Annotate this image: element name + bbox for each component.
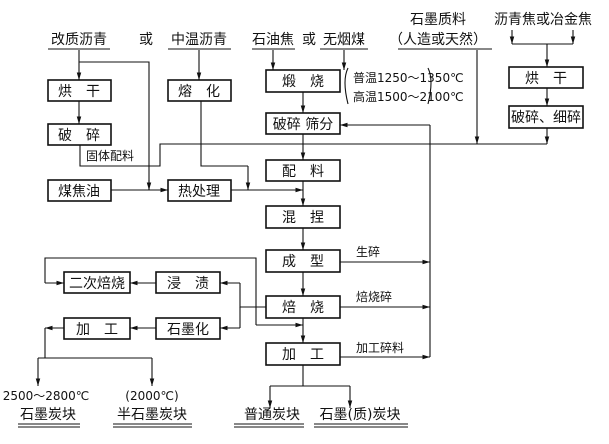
input-modified-pitch: 改质沥青 [51, 32, 107, 48]
box-dry-right: 烘 干 [508, 66, 584, 89]
svg-text:二次焙烧: 二次焙烧 [69, 276, 125, 292]
box-melt: 熔 化 [167, 79, 232, 102]
box-baking: 焙 烧 [265, 295, 341, 319]
svg-text:破碎、细碎: 破碎、细碎 [511, 110, 581, 126]
input-petroleum-coke: 石油焦 [252, 32, 294, 48]
connectors [35, 30, 576, 408]
baked-scrap-label: 焙烧碎 [356, 289, 392, 304]
solid-batch-label: 固体配料 [86, 149, 134, 163]
output-graphitic-block: 石墨(质)炭块 [320, 407, 401, 423]
output-ordinary-block: 普通炭块 [244, 407, 300, 423]
box-second-baking: 二次焙烧 [63, 271, 131, 294]
svg-text:加 工: 加 工 [282, 347, 324, 363]
svg-text:加 工: 加 工 [76, 322, 118, 338]
svg-text:煤焦油: 煤焦油 [58, 184, 100, 200]
svg-text:煅 烧: 煅 烧 [282, 74, 324, 90]
outputs: 2500～2800℃ 石墨炭块 (2000℃) 半石墨炭块 普通炭块 石墨(质)… [3, 389, 408, 428]
svg-text:热处理: 热处理 [178, 184, 220, 200]
svg-text:烘 干: 烘 干 [58, 84, 100, 100]
box-dry-left: 烘 干 [47, 79, 112, 102]
svg-text:破碎 筛分: 破碎 筛分 [273, 117, 333, 133]
semi-temp-label: (2000℃) [125, 389, 178, 403]
svg-text:石墨化: 石墨化 [167, 322, 209, 338]
green-scrap-label: 生碎 [356, 244, 380, 259]
box-machining-center: 加 工 [265, 342, 341, 366]
svg-text:成 型: 成 型 [282, 254, 324, 270]
svg-text:配 料: 配 料 [282, 164, 324, 180]
box-graphitization: 石墨化 [155, 317, 221, 340]
box-kneading: 混 捏 [265, 205, 341, 229]
or-label: 或 [139, 32, 153, 48]
box-coal-tar: 煤焦油 [47, 179, 112, 202]
temperature-bracket [344, 67, 432, 105]
input-labels: 改质沥青 或 中温沥青 石油焦 或 无烟煤 石墨质料 （人造或天然） 沥青焦或冶… [48, 12, 592, 50]
process-boxes: 烘 干 破 碎 熔 化 煅 烧 破碎 筛分 配 料 煤焦油 热处理 混 捏 成 … [47, 66, 584, 366]
box-forming: 成 型 [265, 249, 341, 273]
box-crush-screen: 破碎 筛分 [265, 112, 341, 135]
box-crush-left: 破 碎 [47, 123, 112, 146]
temp-normal-label: 普温1250～1350℃ [353, 71, 464, 85]
graphite-temp-label: 2500～2800℃ [3, 389, 90, 403]
input-graphite-material: 石墨质料 [410, 12, 466, 28]
box-machining-left: 加 工 [63, 317, 131, 340]
output-graphite-block: 石墨炭块 [20, 407, 76, 423]
input-anthracite: 无烟煤 [323, 32, 365, 48]
box-calcine: 煅 烧 [265, 69, 341, 93]
input-pitch-coke: 沥青焦或冶金焦 [494, 12, 592, 28]
input-medium-pitch: 中温沥青 [171, 32, 227, 48]
annotations: 固体配料 普温1250～1350℃ 高温1500～2100℃ 生碎 焙烧碎 加工… [86, 71, 464, 355]
box-impregnation: 浸 渍 [155, 271, 221, 294]
box-fine-crush: 破碎、细碎 [508, 105, 584, 129]
svg-text:浸 渍: 浸 渍 [167, 276, 209, 292]
svg-text:焙 烧: 焙 烧 [282, 300, 324, 316]
svg-text:熔 化: 熔 化 [178, 84, 220, 100]
output-semi-graphite-block: 半石墨炭块 [117, 407, 187, 423]
box-heat-treatment: 热处理 [167, 179, 232, 202]
svg-text:烘 干: 烘 干 [525, 71, 567, 87]
box-batching: 配 料 [265, 159, 341, 182]
svg-text:破 碎: 破 碎 [58, 128, 100, 144]
temp-high-label: 高温1500～2100℃ [353, 89, 464, 104]
input-graphite-note: （人造或天然） [389, 31, 487, 48]
or-label: 或 [302, 32, 316, 48]
machining-scrap-label: 加工碎料 [356, 340, 404, 355]
svg-text:混 捏: 混 捏 [282, 210, 324, 226]
